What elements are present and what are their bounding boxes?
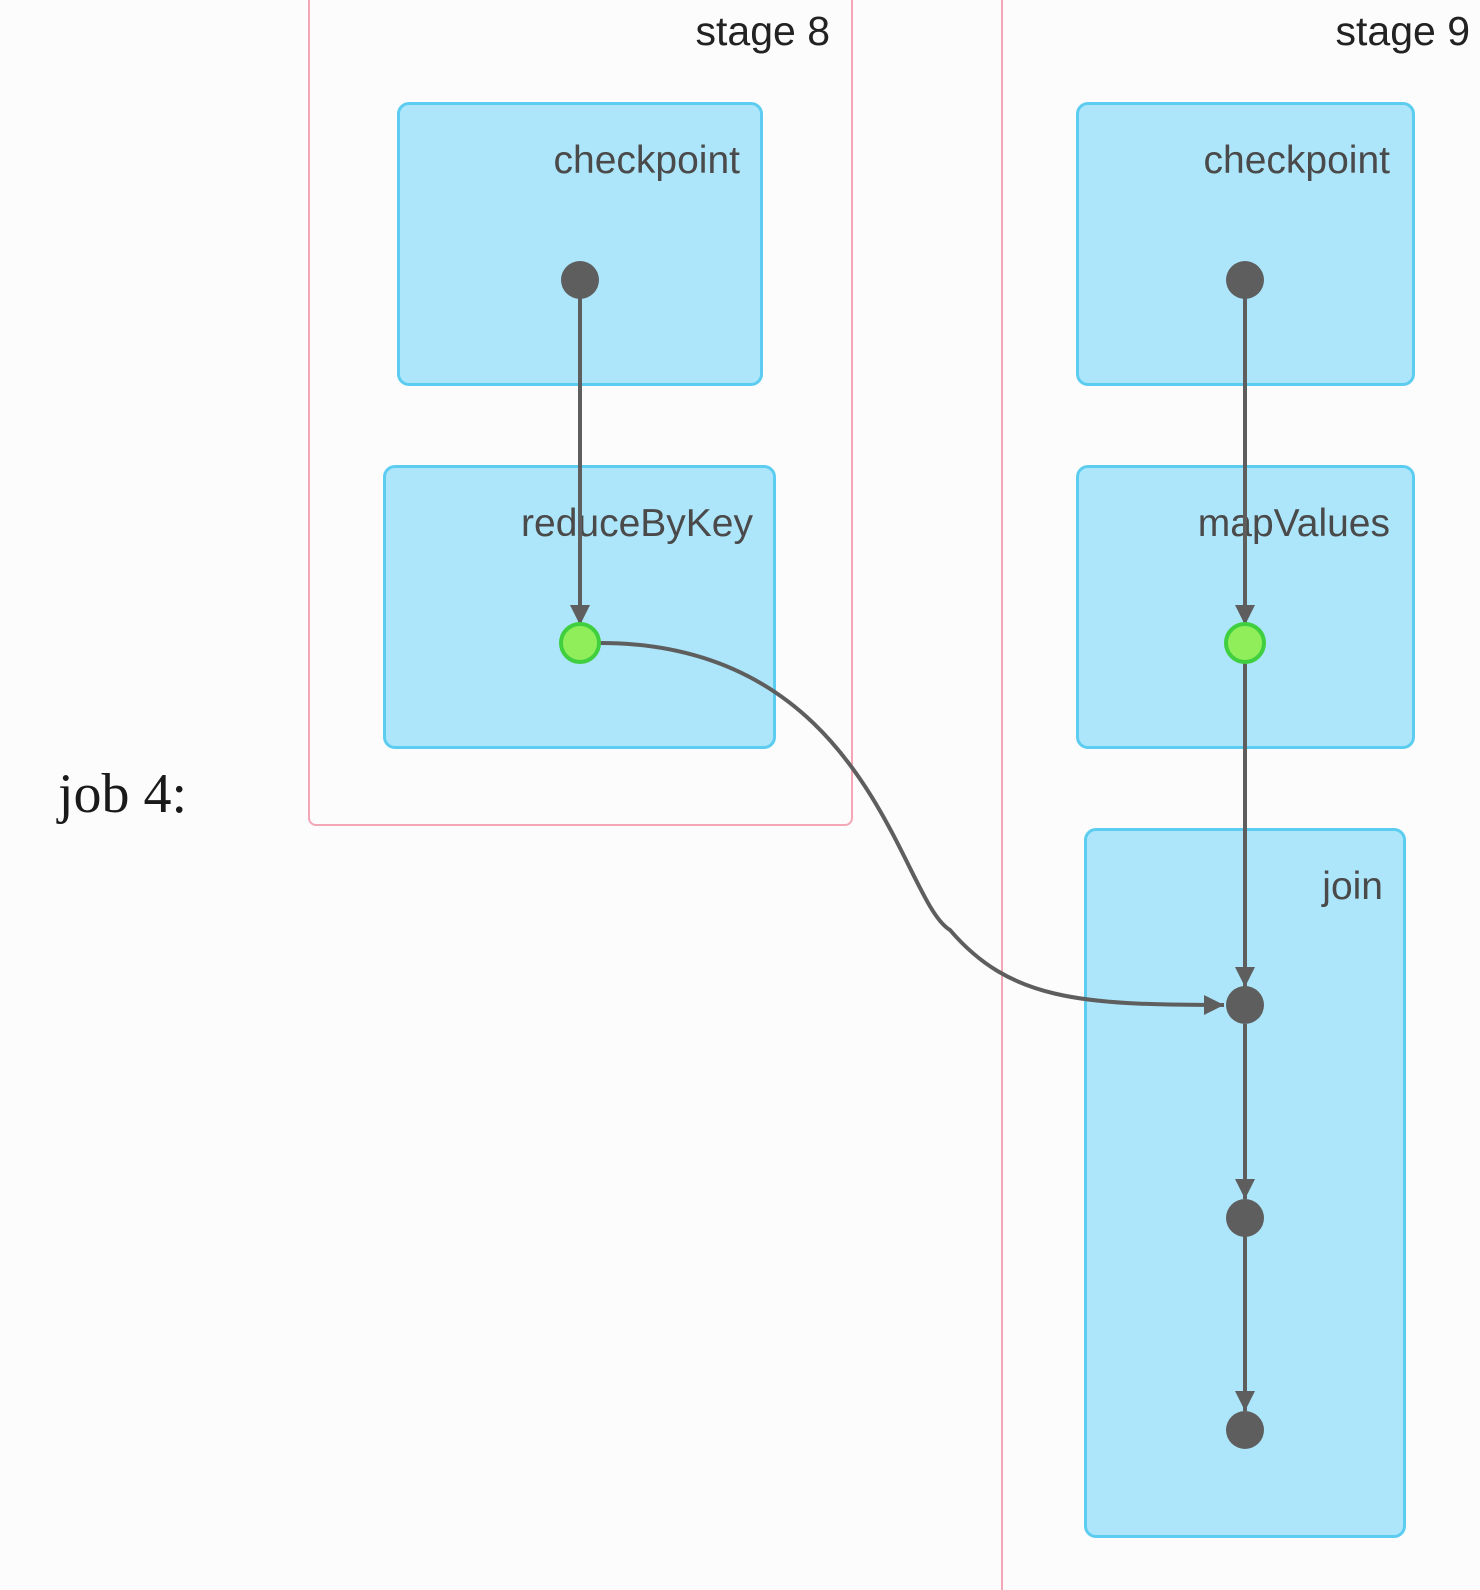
edge-reducebykey-to-join [599, 641, 1225, 1015]
stage-8-container [308, 0, 853, 826]
rdd-node-stage9-checkpoint[interactable] [1226, 261, 1264, 299]
stage-9-container [1001, 0, 1480, 1590]
stage-9-title: stage 9 [1335, 8, 1471, 54]
stage-8-title: stage 8 [695, 8, 831, 54]
rdd-node-join-2[interactable] [1226, 1199, 1264, 1237]
rdd-node-join-3[interactable] [1226, 1411, 1264, 1449]
operation-label: join [1322, 865, 1383, 908]
rdd-node-stage8-checkpoint[interactable] [561, 261, 599, 299]
rdd-node-join-1[interactable] [1226, 986, 1264, 1024]
rdd-node-stage8-reducebykey-cached[interactable] [559, 622, 601, 664]
operation-label: mapValues [1197, 502, 1390, 545]
operation-label: checkpoint [1203, 139, 1390, 182]
dag-graph [559, 261, 1266, 1449]
operation-label: checkpoint [553, 139, 740, 182]
operation-label: reduceByKey [521, 502, 753, 545]
job-label: job 4: [58, 763, 188, 825]
rdd-node-stage9-mapvalues-cached[interactable] [1224, 622, 1266, 664]
